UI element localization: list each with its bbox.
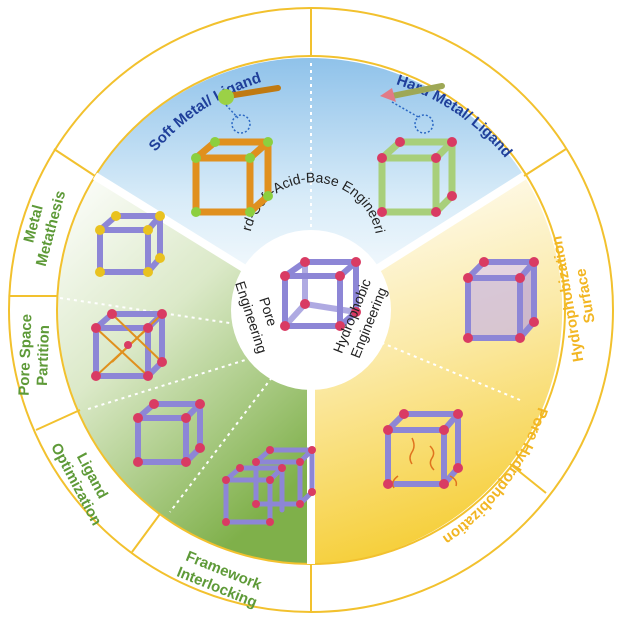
center-cube-nodes — [280, 257, 361, 331]
surface-hydro-cube-icon — [463, 257, 539, 343]
pore-space-label: Pore Space — [16, 314, 36, 396]
partition-label: Partition — [34, 325, 53, 386]
sector-hsab — [95, 58, 524, 311]
ligand-hard-icon — [380, 83, 445, 134]
pore-hydro-cube-icon — [383, 409, 463, 489]
ligand-soft-icon — [218, 85, 281, 134]
ring-dividers — [9, 8, 567, 612]
interlocking-nodes — [222, 446, 316, 526]
soft-metal-nodes — [191, 137, 273, 217]
ligand-opt-nodes — [133, 399, 205, 467]
subdivider-dots — [59, 62, 521, 513]
partition-struts — [95, 313, 163, 377]
metathesis-nodes — [95, 211, 165, 277]
partition-nodes — [91, 309, 167, 381]
hard-metal-nodes — [377, 137, 457, 217]
